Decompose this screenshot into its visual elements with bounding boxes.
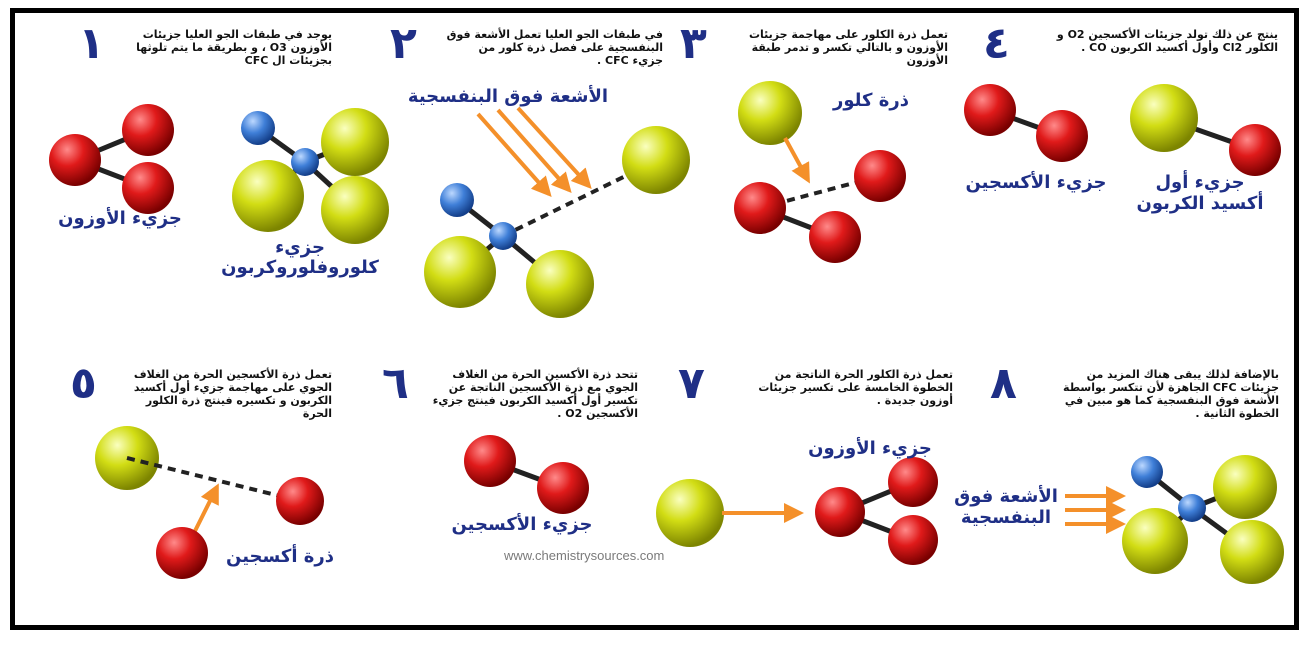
attack-arrow xyxy=(783,137,810,184)
oxygen-atom xyxy=(1036,110,1088,162)
oxygen-atom xyxy=(888,515,938,565)
chlorine-atom xyxy=(1220,520,1284,584)
chlorine-atom xyxy=(1130,84,1198,152)
oxygen-atom-label: ذرة أكسجين xyxy=(226,546,334,567)
chlorine-atom-label: ذرة كلور xyxy=(833,90,909,111)
fluorine-atom xyxy=(1131,456,1163,488)
cfc-molecule-label-line1: جزيء xyxy=(275,237,325,258)
step-number-6: ٦ xyxy=(382,358,409,409)
co-molecule-label-line2: أكسيد الكربون xyxy=(1136,193,1264,214)
uv-rays-label-2-line2: البنفسجية xyxy=(960,507,1052,528)
chlorine-atom xyxy=(321,176,389,244)
diagram-frame xyxy=(10,8,1299,630)
step-number-4: ٤ xyxy=(983,18,1010,69)
oxygen-atom xyxy=(122,162,174,214)
chlorine-atom xyxy=(738,81,802,145)
carbon-atom xyxy=(291,148,319,176)
step-text-1: يوجد في طبقات الجو العليا جزيئات الأوزون… xyxy=(136,28,332,67)
step-number-5: ٥ xyxy=(70,358,97,409)
step-text-4: ينتج عن ذلك تولد جزيئات الأكسجين O2 و ال… xyxy=(1056,28,1278,54)
free-chlorine-atom xyxy=(622,126,690,194)
carbon-atom xyxy=(1178,494,1206,522)
step-text-5: تعمل ذرة الأكسجين الحرة من الغلاف الجوي … xyxy=(133,368,332,420)
oxygen-atom xyxy=(734,182,786,234)
step-text-3: تعمل ذرة الكلور على مهاجمة جزيئات الأوزو… xyxy=(748,28,948,67)
chlorine-atom xyxy=(526,250,594,318)
chlorine-atom xyxy=(1213,455,1277,519)
oxygen-atom xyxy=(537,462,589,514)
step-number-2: ٢ xyxy=(390,18,417,69)
oxygen-atom xyxy=(854,150,906,202)
attack-arrow xyxy=(191,483,219,536)
fluorine-atom xyxy=(241,111,275,145)
uv-rays-label: الأشعة فوق البنفسجية xyxy=(407,86,609,107)
oxygen-atom xyxy=(276,477,324,525)
oxygen-atom xyxy=(815,487,865,537)
oxygen-atom xyxy=(464,435,516,487)
cfc-molecule-label-line2: كلوروفلوروكربون xyxy=(221,257,379,278)
chlorine-atom xyxy=(232,160,304,232)
broken-bond xyxy=(126,456,301,503)
oxygen-atom xyxy=(809,211,861,263)
step-text-2: في طبقات الجو العليا تعمل الأشعة فوق الب… xyxy=(446,28,663,67)
co-molecule-label-line1: جزيء أول xyxy=(1155,172,1245,193)
oxygen-atom xyxy=(964,84,1016,136)
free-oxygen-atom xyxy=(156,527,208,579)
oxygen-atom xyxy=(122,104,174,156)
oxygen-molecule-label: جزيء الأكسجين xyxy=(965,172,1107,193)
chlorine-atom xyxy=(656,479,724,547)
chlorine-atom xyxy=(1122,508,1188,574)
oxygen-molecule-label-2: جزيء الأكسجين xyxy=(451,514,593,535)
step-number-3: ٣ xyxy=(680,18,707,69)
step-number-8: ٨ xyxy=(990,358,1017,409)
step-text-8: بالإضافة لذلك يبقى هناك المزيد من جزيئات… xyxy=(1063,368,1279,420)
step-number-1: ١ xyxy=(78,18,105,69)
chlorine-atom xyxy=(424,236,496,308)
step-text-6: تتحد ذرة الأكسين الحرة من الغلاف الجوي م… xyxy=(432,368,638,420)
fluorine-atom xyxy=(440,183,474,217)
step-number-7: ٧ xyxy=(678,358,705,409)
ozone-molecule-label-2: جزيء الأوزون xyxy=(808,438,932,459)
uv-rays-label-2-line1: الأشعة فوق xyxy=(954,486,1058,507)
oxygen-atom xyxy=(1229,124,1281,176)
carbon-atom xyxy=(489,222,517,250)
step-text-7: تعمل ذرة الكلور الحرة الناتجة من الخطوة … xyxy=(758,368,953,407)
chlorine-atom xyxy=(321,108,389,176)
source-credit: www.chemistrysources.com xyxy=(504,548,665,563)
oxygen-atom xyxy=(49,134,101,186)
oxygen-atom xyxy=(888,457,938,507)
uv-arrows-1 xyxy=(476,106,592,197)
ozone-molecule-label: جزيء الأوزون xyxy=(58,208,182,229)
uv-arrows-2 xyxy=(1065,486,1126,534)
